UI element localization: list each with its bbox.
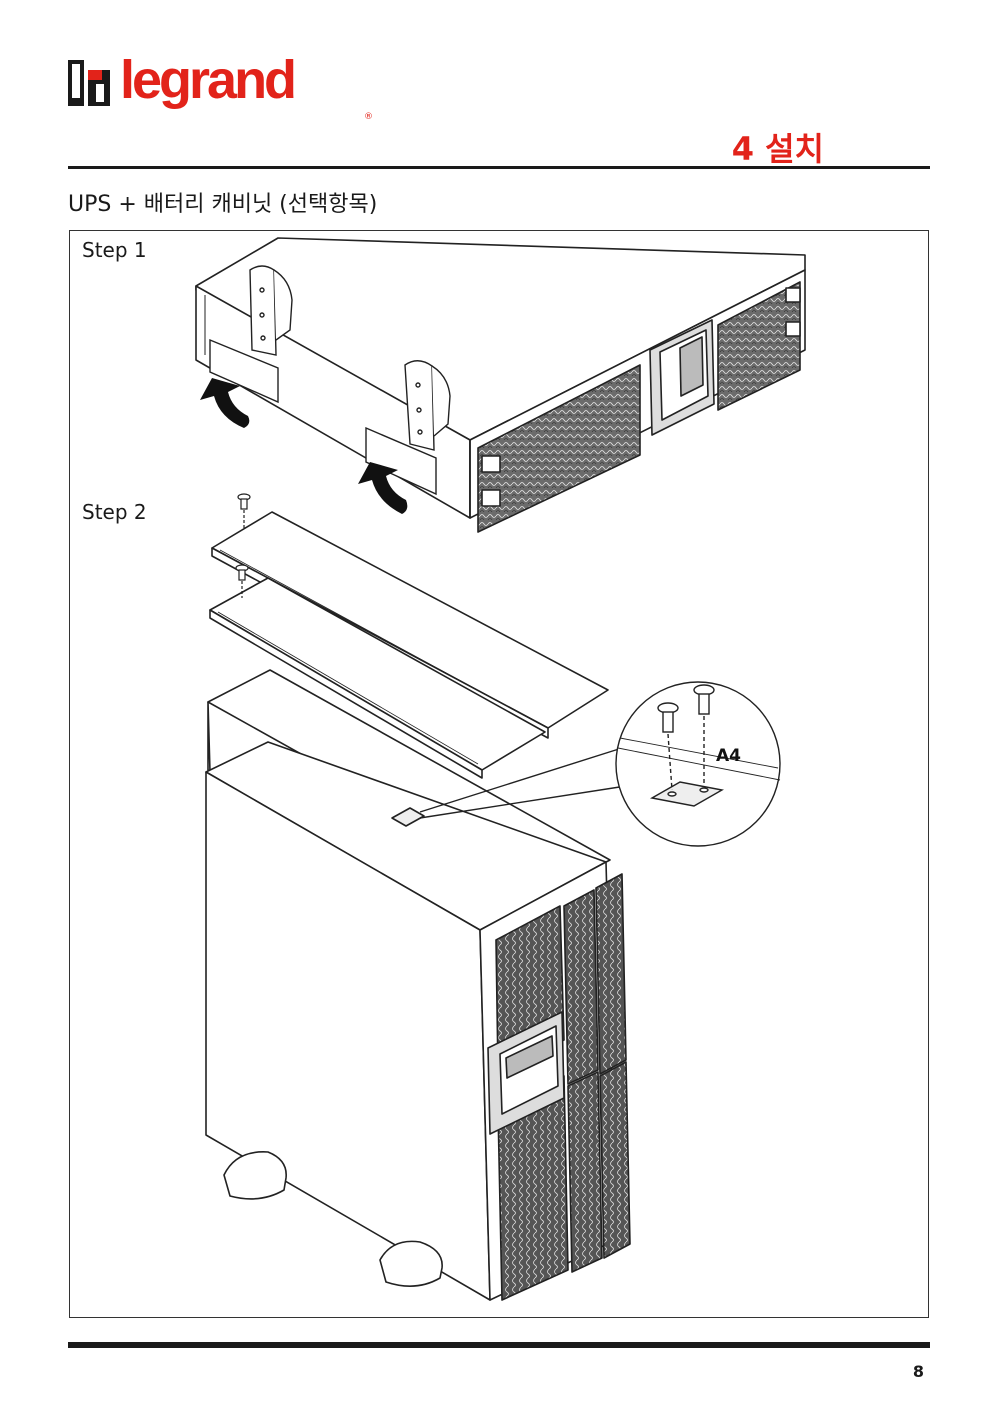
page-number: 8 [912,1362,924,1381]
figure-frame [69,230,929,1318]
legrand-logo: legrand ® [68,50,373,122]
section-title: UPS + 배터리 캐비닛 (선택항목) [68,192,378,217]
detail-callout [419,681,781,847]
top-cover-panels [209,511,609,779]
rotation-arrow-icon [200,378,408,514]
step-2-label: Step 2 [82,500,147,524]
header-rule [68,166,930,169]
mounting-brackets-step1 [209,265,451,496]
registered-mark: ® [364,112,373,122]
callout-label-a4: A4 [716,746,741,766]
brand-wordmark: legrand [120,50,297,110]
ups-tower-cabinet [205,669,631,1301]
step-1-label: Step 1 [82,238,147,262]
legrand-logo-mark-icon [68,60,110,106]
footer-rule [68,1342,930,1348]
chapter-title: 4 설치 [731,130,824,168]
ups-horizontal-unit [195,237,806,533]
